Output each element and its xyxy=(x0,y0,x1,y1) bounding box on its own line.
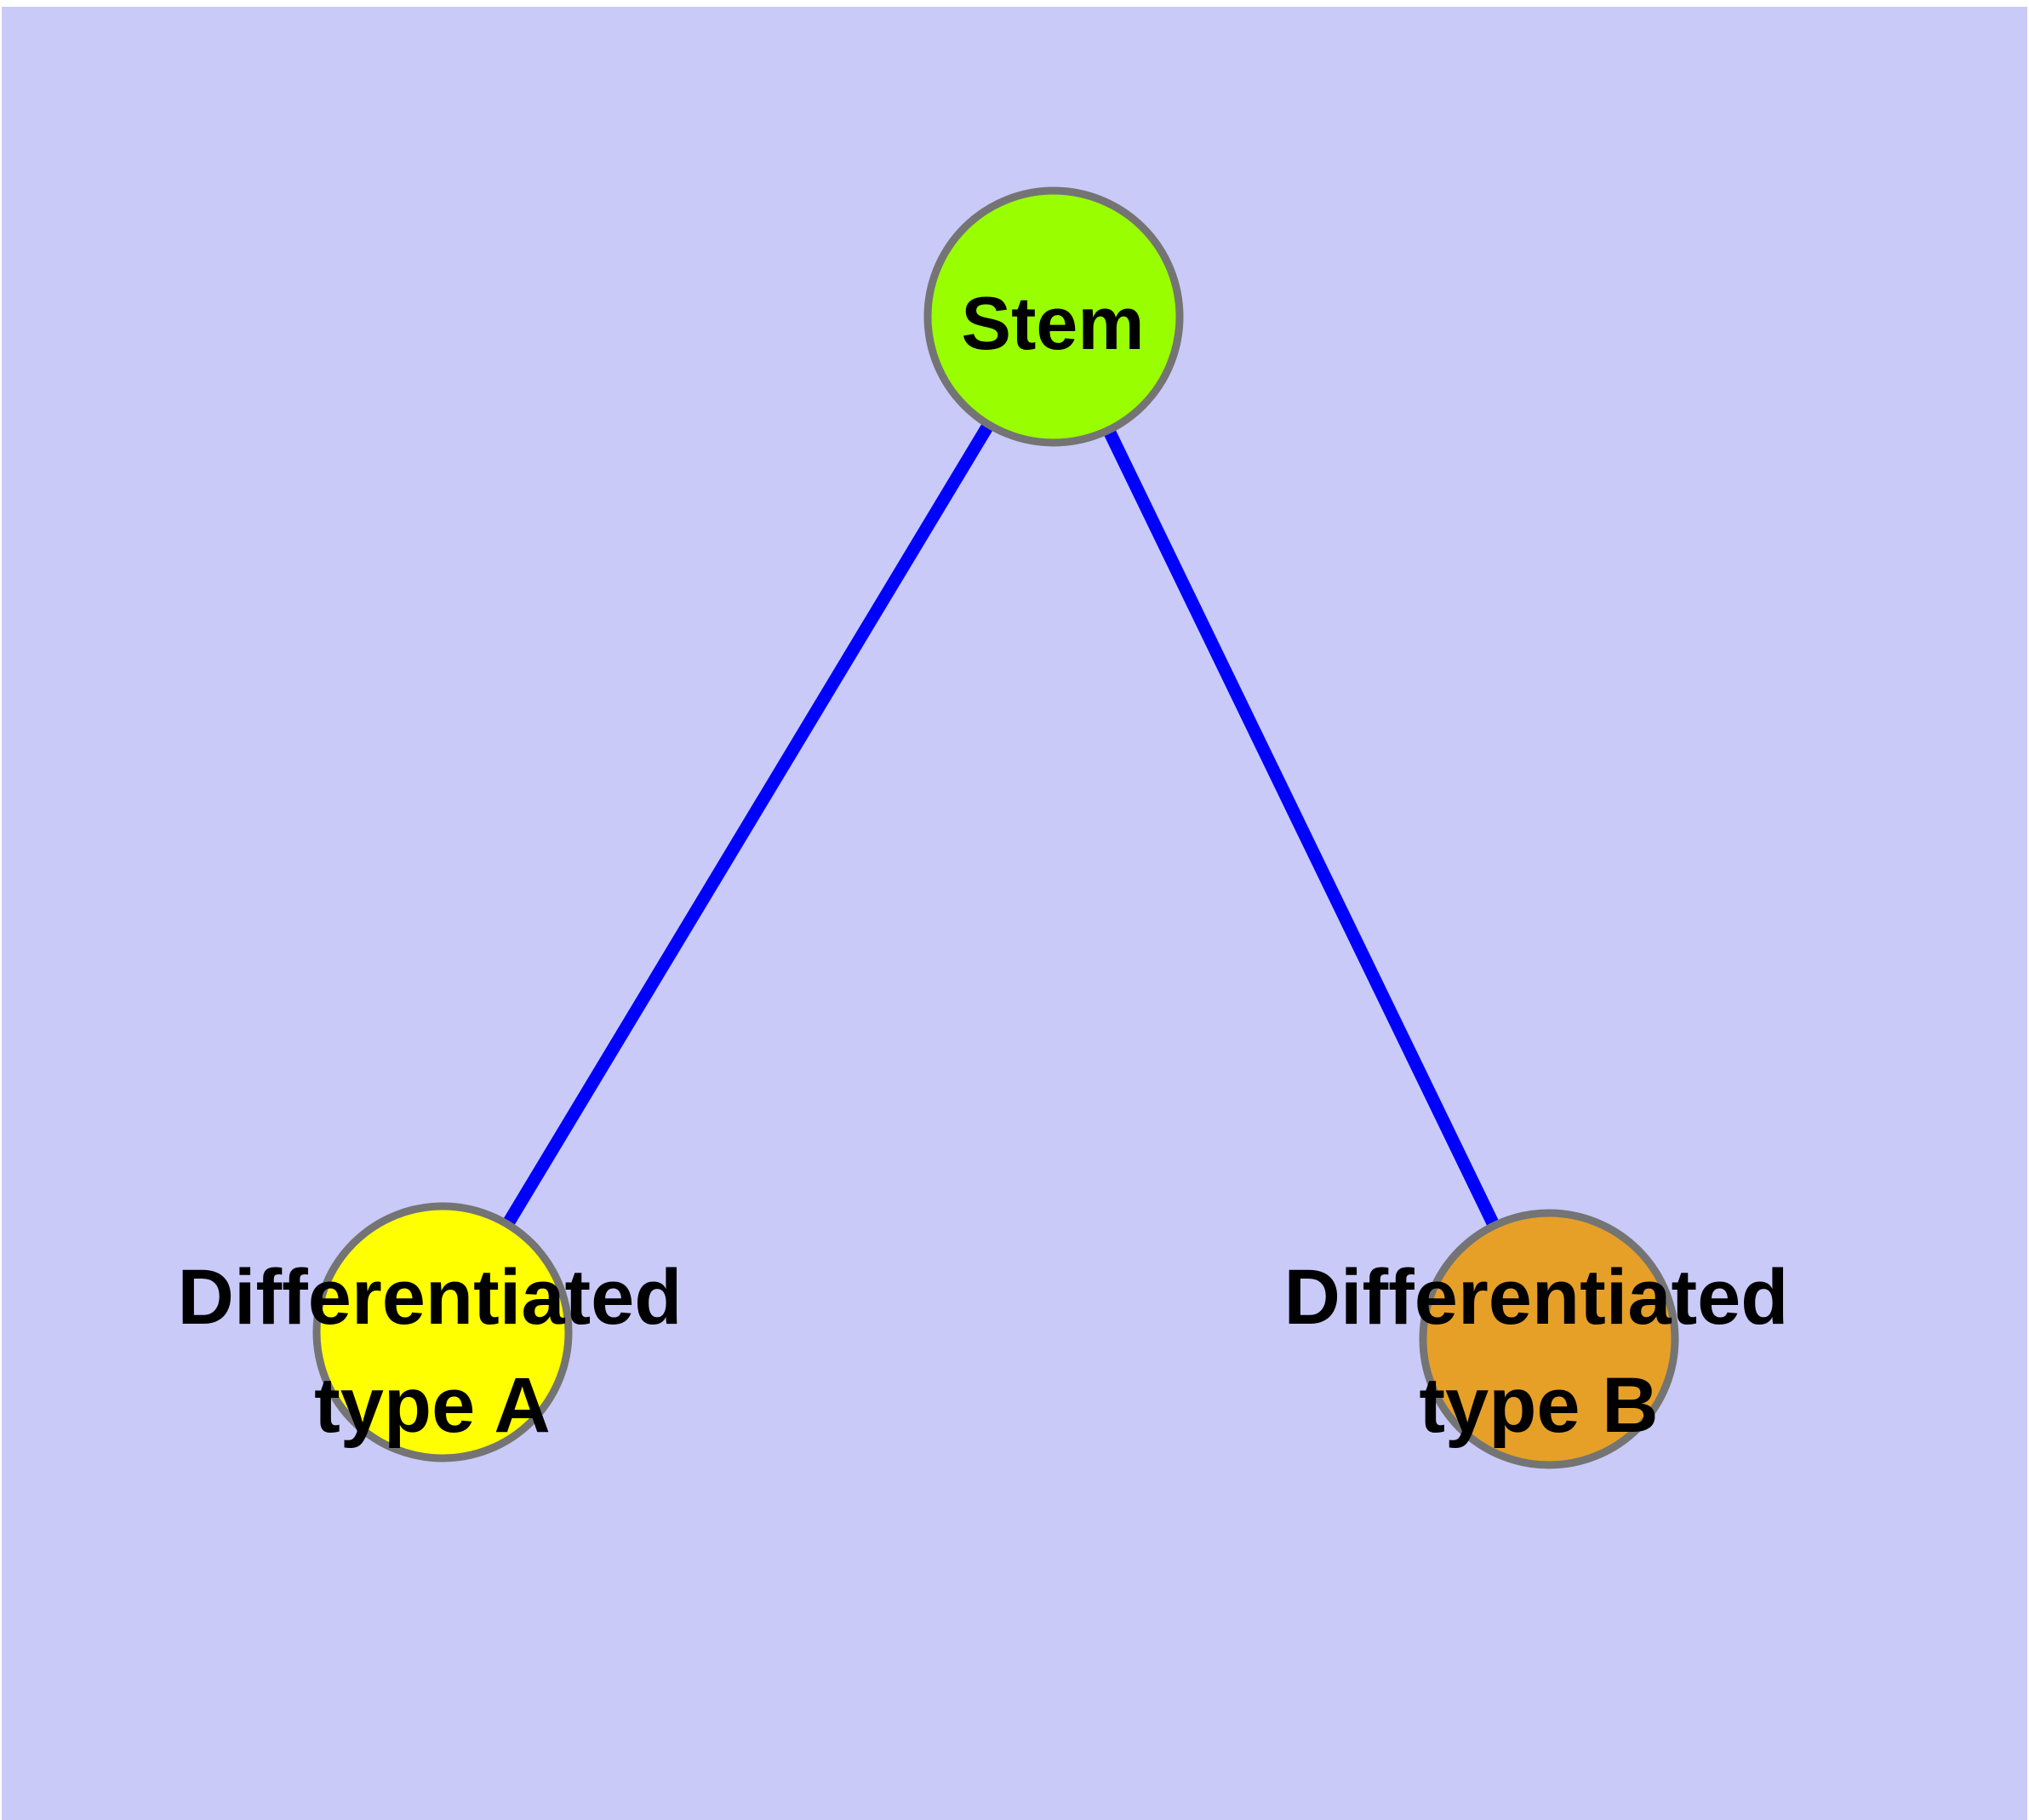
type-b-node xyxy=(1419,1209,1679,1469)
type-b-node-label-line2: type B xyxy=(1419,1362,1658,1449)
type-b-node-label-line1: Differentiated xyxy=(1284,1254,1789,1341)
edge-stem-to-type-b xyxy=(1048,313,1555,1342)
stem-node xyxy=(923,186,1184,447)
type-a-node xyxy=(312,1202,573,1462)
stem-node-label: Stem xyxy=(961,281,1144,365)
type-a-node-label-line1: Differentiated xyxy=(178,1254,683,1341)
type-a-node-label-line2: type A xyxy=(314,1362,551,1449)
edge-stem-to-type-a xyxy=(437,313,1060,1336)
